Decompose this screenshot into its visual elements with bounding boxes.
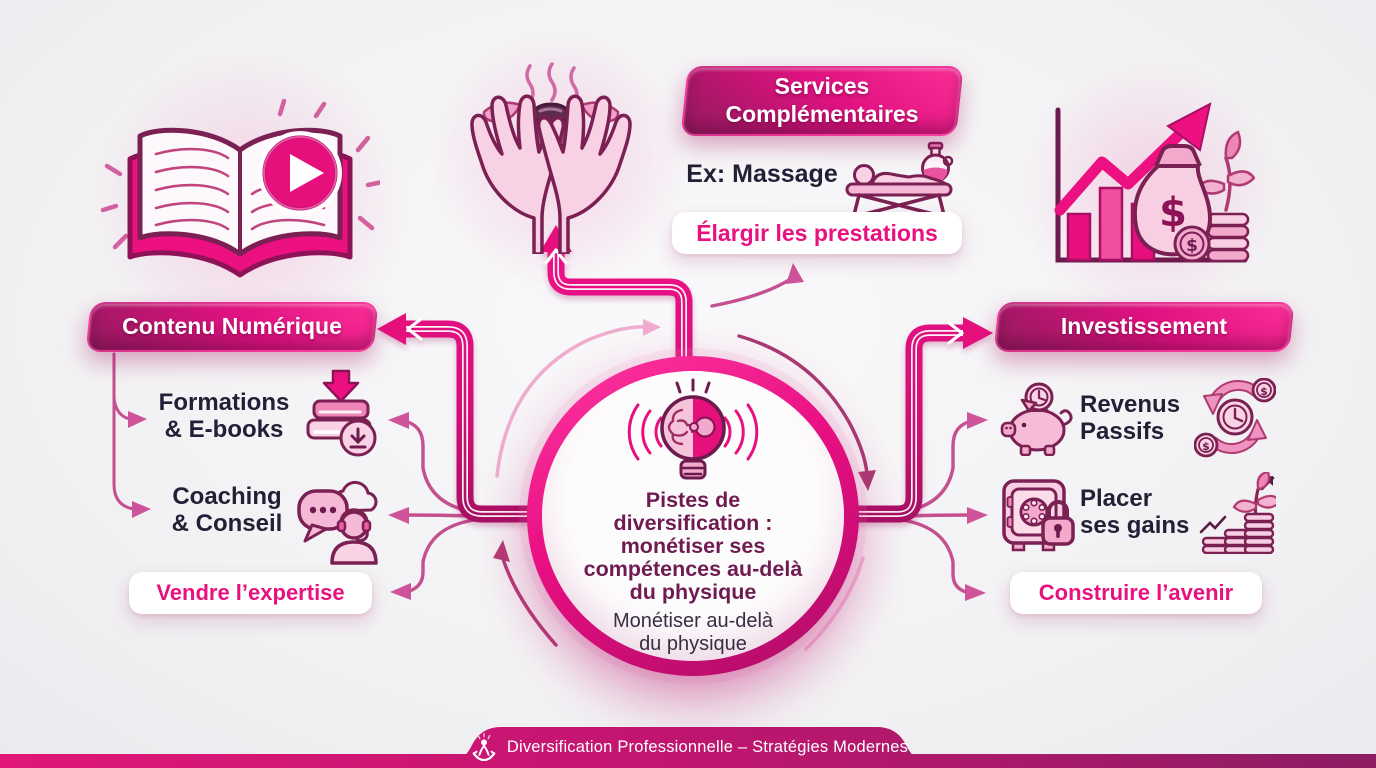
- central-title: Pistes de diversification : monétiser se…: [583, 488, 803, 604]
- branch-arrows: [112, 263, 988, 601]
- example-label: Ex: Massage: [686, 160, 838, 188]
- callout-label: Élargir les prestations: [696, 219, 938, 246]
- coins-cycle-icon: $ $: [1194, 378, 1276, 458]
- main-pipes: [377, 225, 993, 523]
- footer-banner-text: Diversification Professionnelle – Straté…: [506, 737, 909, 756]
- svg-text:$: $: [1202, 440, 1210, 453]
- services-header-line2: Complémentaires: [725, 101, 919, 127]
- item-line2: & E-books: [164, 415, 284, 443]
- chat-headset-icon: [297, 480, 378, 565]
- svg-text:$: $: [1186, 236, 1198, 256]
- callout-construire-avenir: Construire l’avenir: [1010, 572, 1262, 614]
- item-line1: Revenus: [1080, 391, 1181, 418]
- care-hands-logo-icon: [472, 733, 496, 761]
- item-formations-ebooks: Formations & E-books: [148, 389, 300, 444]
- svg-text:$: $: [1260, 385, 1268, 398]
- footer-banner: Diversification Professionnelle – Straté…: [452, 726, 926, 768]
- branch-header-contenu-numerique: Contenu Numérique: [88, 302, 376, 352]
- footer-band: [0, 727, 1376, 768]
- small-coin: $: [1173, 225, 1211, 263]
- item-line1: Formations: [158, 389, 290, 416]
- branch-header-services-complementaires: Services Complémentaires: [684, 66, 960, 136]
- bulb-brain-icon: [627, 378, 759, 480]
- item-coaching-conseil: Coaching & Conseil: [156, 483, 298, 538]
- open-book-play-icon: [100, 98, 380, 278]
- item-line1: Coaching: [172, 483, 282, 510]
- coin-stack: [1206, 212, 1250, 263]
- plant-coins-icon: [1199, 472, 1276, 554]
- item-line2: Passifs: [1080, 417, 1165, 445]
- central-subtitle: Monétiser au-delà du physique: [612, 610, 774, 655]
- central-hub: Pistes de diversification : monétiser se…: [527, 356, 859, 676]
- branch-header-investissement: Investissement: [996, 302, 1292, 352]
- branch-header-label: Investissement: [1060, 313, 1228, 340]
- callout-vendre-expertise: Vendre l’expertise: [129, 572, 372, 614]
- item-line2: & Conseil: [171, 509, 283, 537]
- piggy-bank-clock-icon: [1000, 382, 1073, 456]
- item-ex-massage: Ex: Massage: [682, 160, 842, 188]
- growth-chart-money-icon: $ $: [1054, 102, 1255, 263]
- item-revenus-passifs: Revenus Passifs: [1080, 391, 1200, 446]
- item-line2: ses gains: [1080, 511, 1190, 539]
- callout-label: Vendre l’expertise: [156, 580, 345, 605]
- services-header-line1: Services: [774, 73, 870, 100]
- decorative-arcs: [493, 319, 876, 651]
- branch-header-label: Contenu Numérique: [122, 313, 342, 340]
- hands-stones-icon: [470, 62, 632, 254]
- safe-padlock-icon: [1002, 479, 1075, 552]
- massage-table-icon: [845, 141, 954, 217]
- books-download-icon: [306, 369, 377, 457]
- callout-label: Construire l’avenir: [1038, 580, 1234, 605]
- item-line1: Placer: [1080, 485, 1153, 512]
- callout-elargir-prestations: Élargir les prestations: [672, 212, 962, 254]
- item-placer-ses-gains: Placer ses gains: [1080, 485, 1200, 540]
